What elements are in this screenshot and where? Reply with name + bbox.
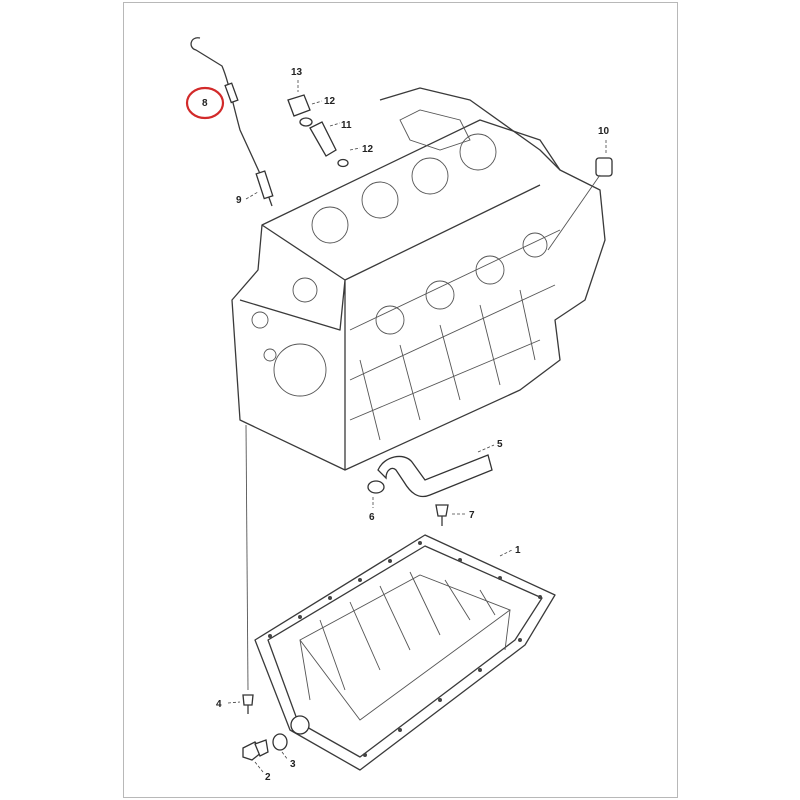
callout-1: 1	[515, 545, 521, 556]
callout-12-lower: 12	[362, 144, 374, 155]
diagram-frame	[123, 2, 678, 798]
callout-4: 4	[216, 699, 222, 710]
highlight-circle	[185, 86, 225, 120]
plug-10	[595, 157, 613, 177]
callout-12-upper: 12	[324, 96, 336, 107]
callout-6: 6	[369, 512, 375, 523]
callout-9: 9	[236, 195, 242, 206]
callout-13: 13	[291, 67, 303, 78]
oil-pan	[254, 534, 556, 771]
callout-2: 2	[265, 772, 271, 783]
oil-filler-parts	[287, 94, 349, 168]
drain-plug	[242, 739, 269, 761]
callout-10: 10	[598, 126, 610, 137]
drain-gasket	[272, 733, 288, 751]
callout-3: 3	[290, 759, 296, 770]
callout-11: 11	[341, 120, 352, 131]
bolt-4	[242, 694, 254, 714]
dipstick-guide	[255, 170, 274, 200]
callout-7: 7	[469, 510, 475, 521]
engine-block	[231, 87, 606, 471]
oil-strainer-pipe	[367, 454, 493, 526]
callout-8: 8	[202, 98, 208, 109]
callout-5: 5	[497, 439, 503, 450]
dipstick	[190, 37, 273, 207]
